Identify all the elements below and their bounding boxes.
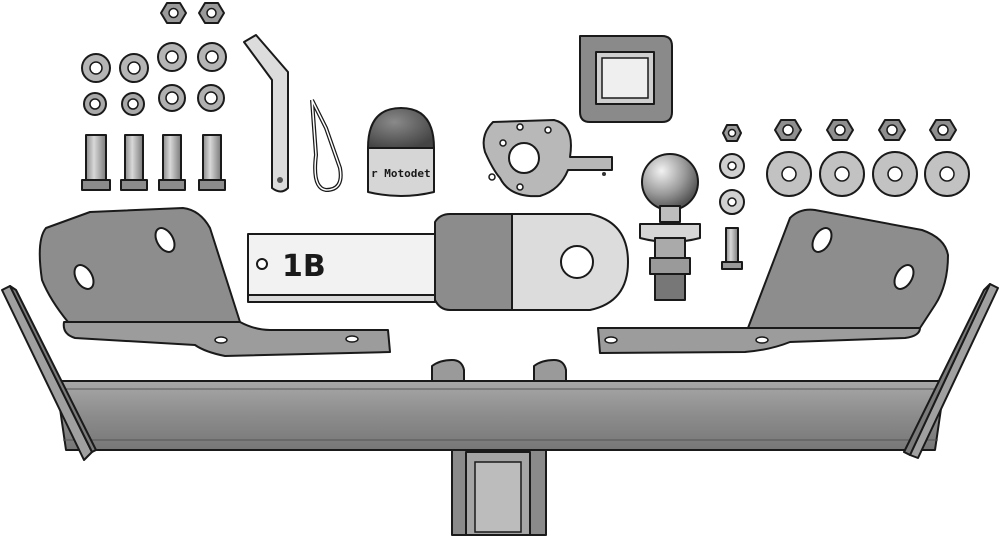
- socket-mounting-plate: [482, 119, 613, 198]
- bolt-1: [81, 134, 111, 191]
- bolt-3: [158, 134, 186, 191]
- small-nut: [722, 124, 742, 142]
- bolt-4: [198, 134, 226, 191]
- crossbar-left-arm: [1, 285, 97, 461]
- hitch-pin: [243, 34, 289, 193]
- bolt-2: [120, 134, 148, 191]
- drawbar-marking: 1B: [282, 249, 326, 284]
- nut-right-3: [878, 119, 906, 141]
- r-clip: [310, 99, 343, 193]
- nut-top-1: [160, 2, 187, 24]
- tow-ball-cover: r Motodet: [367, 107, 435, 197]
- nut-top-2: [198, 2, 225, 24]
- nut-right-4: [929, 119, 957, 141]
- ball-cover-label: r Motodet: [371, 167, 431, 180]
- tow-ball: [639, 153, 701, 301]
- right-bracket: [597, 208, 949, 354]
- small-washer-2: [719, 189, 745, 215]
- drawbar: 1B: [247, 213, 629, 311]
- left-bracket: [38, 207, 391, 357]
- main-crossbar: [55, 380, 946, 451]
- small-washer-1: [719, 153, 745, 179]
- receiver-end-cap: [579, 35, 673, 123]
- washer-right-row: [766, 151, 970, 197]
- washer-row-1: [81, 42, 227, 83]
- receiver-tube: [451, 439, 547, 536]
- nut-right-1: [774, 119, 802, 141]
- nut-right-2: [826, 119, 854, 141]
- crossbar-right-arm: [903, 283, 999, 459]
- receiver-top-tabs: [431, 359, 567, 383]
- washer-row-2: [83, 84, 225, 116]
- small-bolt: [721, 227, 743, 270]
